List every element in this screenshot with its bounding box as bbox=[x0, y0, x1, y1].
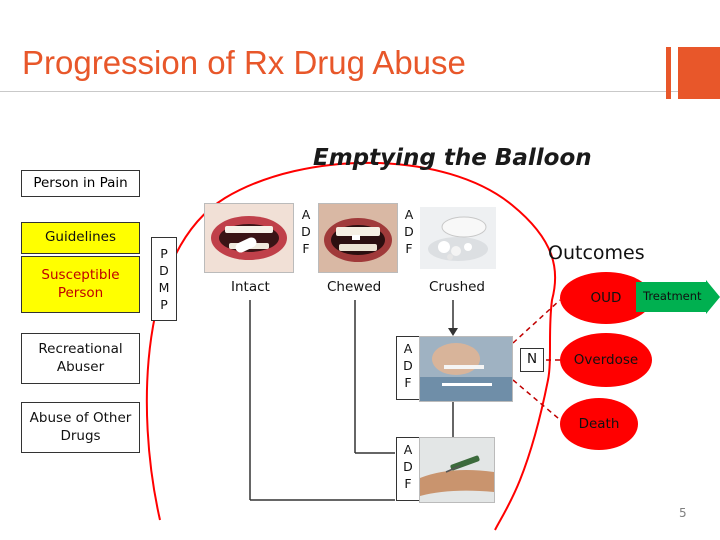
adf-letter: F bbox=[404, 375, 412, 390]
death-oval: Death bbox=[560, 398, 638, 450]
adf-box-chewed: A D F bbox=[399, 206, 419, 270]
adf-letter: D bbox=[301, 224, 311, 239]
slide-title: Progression of Rx Drug Abuse bbox=[22, 44, 466, 81]
crushed-label: Crushed bbox=[429, 279, 485, 295]
title-divider bbox=[0, 91, 680, 92]
person-in-pain-label: Person in Pain bbox=[33, 175, 128, 191]
mouth-pill-photo bbox=[204, 203, 294, 273]
intact-label: Intact bbox=[231, 279, 270, 295]
adf-letter: F bbox=[404, 476, 412, 491]
n-label: N bbox=[526, 351, 538, 368]
dashed-line-oud bbox=[512, 299, 561, 344]
pdmp-letter: P bbox=[160, 246, 168, 261]
death-label: Death bbox=[578, 416, 620, 432]
pdmp-letter: M bbox=[158, 280, 170, 295]
abuse-other-drugs-label: Abuse of Other Drugs bbox=[29, 409, 132, 444]
accent-bar bbox=[666, 47, 671, 99]
chewed-label: Chewed bbox=[327, 279, 382, 295]
crushed-pill-icon bbox=[420, 207, 496, 269]
outcomes-title: Outcomes bbox=[548, 242, 645, 264]
treatment-arrow bbox=[636, 280, 720, 314]
adf-box-inject: A D F bbox=[396, 437, 420, 501]
overdose-oval: Overdose bbox=[560, 333, 652, 387]
adf-letter: D bbox=[403, 459, 413, 474]
injection-icon bbox=[420, 438, 494, 502]
adf-box-snort: A D F bbox=[396, 336, 420, 400]
adf-letter: A bbox=[403, 341, 413, 356]
adf-letter: F bbox=[405, 241, 413, 256]
abuse-other-drugs-box: Abuse of Other Drugs bbox=[21, 402, 140, 453]
injection-photo bbox=[419, 437, 495, 503]
recreational-abuser-box: Recreational Abuser bbox=[21, 333, 140, 384]
adf-letter: A bbox=[301, 207, 311, 222]
dashed-line-death bbox=[512, 379, 566, 425]
adf-letter: D bbox=[404, 224, 414, 239]
guidelines-box: Guidelines bbox=[21, 222, 140, 254]
treatment-label: Treatment bbox=[643, 289, 702, 303]
mouth-pill-icon bbox=[205, 204, 293, 272]
pdmp-letters: P D M P bbox=[159, 245, 170, 313]
pdmp-letter: D bbox=[159, 263, 169, 278]
accent-box bbox=[678, 47, 720, 99]
adf-letter: A bbox=[403, 442, 413, 457]
person-in-pain-box: Person in Pain bbox=[21, 170, 140, 197]
page-number: 5 bbox=[679, 506, 687, 520]
balloon-title: Emptying the Balloon bbox=[313, 145, 592, 171]
susceptible-person-box: Susceptible Person bbox=[21, 256, 140, 313]
crushed-pill-photo bbox=[420, 207, 496, 269]
adf-letter: F bbox=[302, 241, 310, 256]
oud-label: OUD bbox=[590, 290, 622, 306]
adf-letter: D bbox=[403, 358, 413, 373]
adf-box-intact: A D F bbox=[296, 206, 316, 270]
adf-letters: A D F bbox=[399, 206, 419, 257]
adf-letter: A bbox=[404, 207, 414, 222]
susceptible-person-label: Susceptible Person bbox=[41, 266, 120, 301]
adf-letters: A D F bbox=[296, 206, 316, 257]
arrow-to-snort bbox=[448, 328, 458, 336]
pdmp-letter: P bbox=[160, 297, 168, 312]
chewing-teeth-icon bbox=[319, 204, 397, 272]
snorting-icon bbox=[420, 337, 512, 401]
snorting-photo bbox=[419, 336, 513, 402]
pdmp-box: P D M P bbox=[151, 237, 177, 321]
adf-letters: A D F bbox=[397, 438, 419, 492]
overdose-label: Overdose bbox=[573, 352, 639, 368]
n-box: N bbox=[520, 348, 544, 372]
adf-letters: A D F bbox=[397, 337, 419, 391]
chewing-teeth-photo bbox=[318, 203, 398, 273]
recreational-abuser-label: Recreational Abuser bbox=[38, 340, 123, 375]
guidelines-label: Guidelines bbox=[44, 229, 117, 246]
